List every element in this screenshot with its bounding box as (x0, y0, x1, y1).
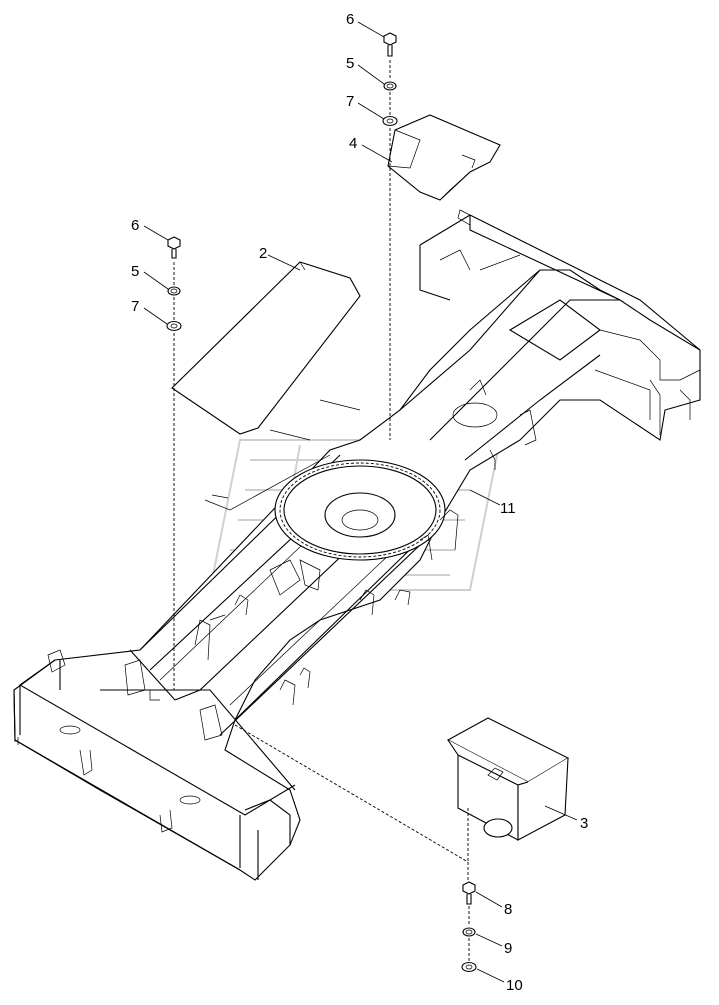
fastener-stack-left (166, 236, 182, 690)
cover-plate-top (387, 114, 501, 201)
storage-box (446, 717, 570, 841)
fastener-stack-top (382, 32, 398, 440)
frame-assembly (13, 209, 701, 881)
callout-flat-washer-top: 7 (346, 93, 354, 110)
callout-flat-washer-left: 7 (131, 298, 139, 315)
callout-screw-bottom: 8 (504, 901, 512, 918)
callout-screw-top: 6 (346, 11, 354, 28)
slewing-ring (274, 459, 446, 561)
callout-box: 3 (580, 815, 588, 832)
callout-cover-left: 2 (259, 245, 267, 262)
callout-screw-left: 6 (131, 217, 139, 234)
callout-flat-washer-bottom: 10 (506, 977, 523, 994)
leader-lines (143, 21, 578, 983)
callout-spring-washer-left: 5 (131, 263, 139, 280)
callout-frame: 11 (500, 500, 516, 517)
callout-cover-top: 4 (349, 135, 357, 152)
cover-plate-left (171, 261, 361, 435)
callout-spring-washer-bottom: 9 (504, 940, 512, 957)
fastener-stack-bottom (234, 724, 477, 973)
callout-spring-washer-top: 5 (346, 55, 354, 72)
